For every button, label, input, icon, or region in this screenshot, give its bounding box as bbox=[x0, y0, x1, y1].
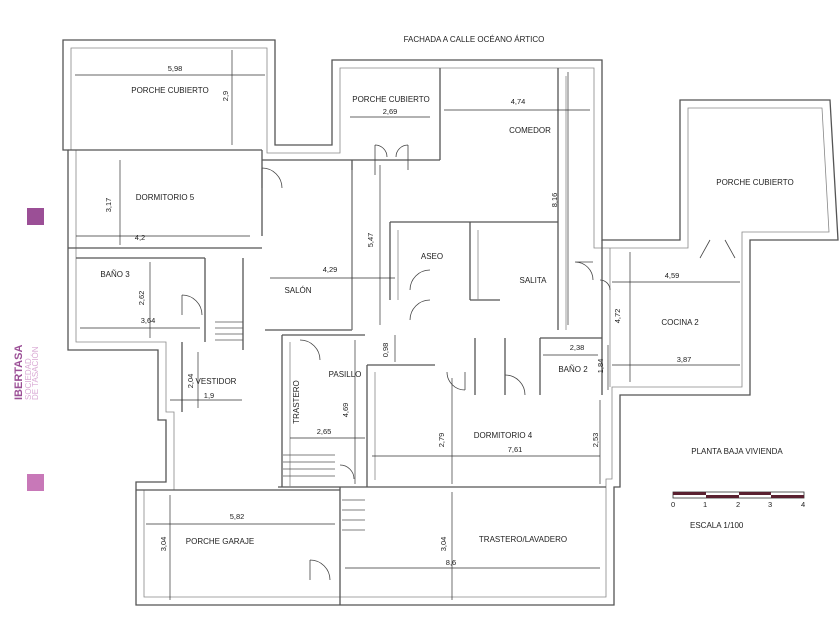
dimension: 1,84 bbox=[596, 359, 605, 374]
scale-tick: 3 bbox=[768, 500, 772, 509]
dimension: 3,04 bbox=[159, 537, 168, 552]
room-dormitorio-5: DORMITORIO 5 bbox=[136, 193, 195, 202]
brand-square-top bbox=[27, 208, 44, 225]
dimension: 4,74 bbox=[511, 97, 526, 106]
room-cocina-2: COCINA 2 bbox=[661, 318, 699, 327]
dimension: 8,16 bbox=[550, 193, 559, 208]
dimension: 5,47 bbox=[366, 233, 375, 248]
room-pasillo: PASILLO bbox=[329, 370, 362, 379]
room-porche-cubierto-2: PORCHE CUBIERTO bbox=[352, 95, 430, 104]
scale-tick: 0 bbox=[671, 500, 675, 509]
room-porche-cubierto-1: PORCHE CUBIERTO bbox=[131, 86, 209, 95]
scale-tick: 4 bbox=[801, 500, 805, 509]
scale-label: ESCALA 1/100 bbox=[690, 521, 744, 530]
dimension: 4,2 bbox=[135, 233, 145, 242]
room-aseo: ASEO bbox=[421, 252, 443, 261]
room-dormitorio-4: DORMITORIO 4 bbox=[474, 431, 533, 440]
walls bbox=[62, 39, 839, 606]
dimension: 3,64 bbox=[141, 316, 156, 325]
scale-tick: 1 bbox=[703, 500, 707, 509]
dimension: 2,69 bbox=[383, 107, 398, 116]
room-salita: SALITA bbox=[520, 276, 548, 285]
dimension: 2,53 bbox=[591, 433, 600, 448]
brand-line2: DE TASACIÓN bbox=[31, 346, 40, 400]
dimension: 1,9 bbox=[204, 391, 214, 400]
stairs bbox=[215, 321, 365, 531]
brand-line1: SOCIEDAD bbox=[24, 358, 33, 400]
dimension: 2,65 bbox=[317, 427, 332, 436]
brand-name: IBERTASA bbox=[13, 345, 25, 400]
plan-title: PLANTA BAJA VIVIENDA bbox=[691, 447, 783, 456]
dimension: 7,61 bbox=[508, 445, 523, 454]
brand-logo: IBERTASA SOCIEDAD DE TASACIÓN bbox=[13, 345, 40, 400]
dimension: 2,9 bbox=[221, 91, 230, 101]
room-salon: SALÓN bbox=[284, 286, 311, 295]
dimension: 2,79 bbox=[437, 433, 446, 448]
dimension: 4,29 bbox=[323, 265, 338, 274]
dimension: 3,17 bbox=[104, 198, 113, 213]
room-comedor: COMEDOR bbox=[509, 126, 551, 135]
scale-bar: 0 1 2 3 4 ESCALA 1/100 bbox=[671, 491, 805, 530]
dimension: 4,69 bbox=[341, 403, 350, 418]
facade-title: FACHADA A CALLE OCÉANO ÁRTICO bbox=[404, 35, 545, 44]
dimension: 2,04 bbox=[186, 374, 195, 389]
room-bano-3: BAÑO 3 bbox=[100, 270, 130, 279]
room-porche-cubierto-3: PORCHE CUBIERTO bbox=[716, 178, 794, 187]
dimension: 5,82 bbox=[230, 512, 245, 521]
labels: FACHADA A CALLE OCÉANO ÁRTICO PLANTA BAJ… bbox=[100, 35, 793, 567]
dimension: 4,72 bbox=[613, 309, 622, 324]
dimension: 5,98 bbox=[168, 64, 183, 73]
room-vestidor: VESTIDOR bbox=[196, 377, 237, 386]
dimension: 2,62 bbox=[137, 291, 146, 306]
room-trastero-lavadero: TRASTERO/LAVADERO bbox=[479, 535, 567, 544]
room-bano-2: BAÑO 2 bbox=[558, 365, 588, 374]
dimension: 2,38 bbox=[570, 343, 585, 352]
dimension: 3,87 bbox=[677, 355, 692, 364]
brand-square-bottom bbox=[27, 474, 44, 491]
dimension: 0,98 bbox=[381, 343, 390, 358]
room-porche-garaje: PORCHE GARAJE bbox=[186, 537, 254, 546]
dimension: 8,6 bbox=[446, 558, 456, 567]
dimension: 3,04 bbox=[439, 537, 448, 552]
scale-tick: 2 bbox=[736, 500, 740, 509]
dimension-lines bbox=[75, 50, 740, 600]
room-trastero: TRASTERO bbox=[292, 380, 301, 424]
dimension: 4,59 bbox=[665, 271, 680, 280]
doors bbox=[181, 144, 736, 581]
